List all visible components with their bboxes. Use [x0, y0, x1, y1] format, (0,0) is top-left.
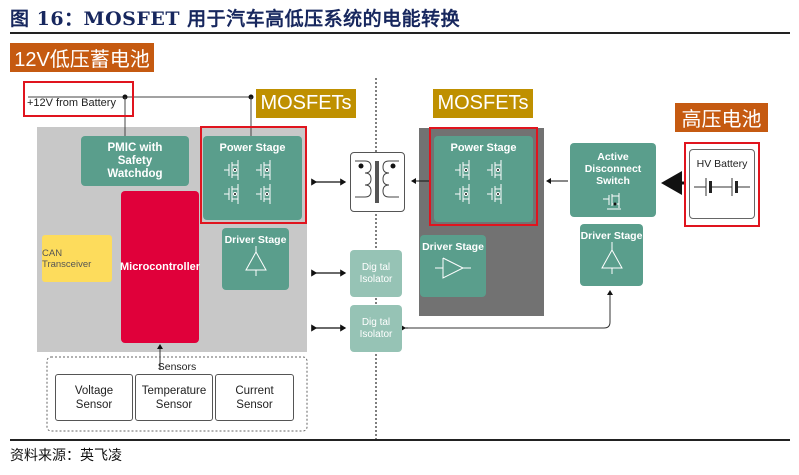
source-note: 资料来源：英飞凌 — [10, 448, 122, 464]
source-rule — [10, 439, 790, 441]
hv-driver-stage-outer: Driver Stage — [580, 224, 643, 286]
lv-driver-stage-label: Driver Stage — [224, 234, 287, 246]
mosfet-array-icon — [223, 160, 270, 204]
can-transceiver-block: CAN Transceiver — [42, 235, 112, 282]
hv-power-stage-highlight — [429, 127, 538, 226]
digital-isolator-1: Dig tal Isolator — [350, 250, 402, 297]
lv-power-stage-highlight — [200, 126, 307, 224]
active-disconnect-label: Active Disconnect Switch — [584, 151, 642, 187]
sensor-line1: Voltage — [74, 384, 114, 397]
temperature-sensor: Temperature Sensor — [135, 374, 213, 421]
supply-highlight — [23, 81, 134, 117]
hv-battery-tag: 高压电池 — [675, 103, 768, 132]
sensor-line1: Current — [235, 384, 274, 397]
hv-driver-stage-outer-label: Driver Stage — [580, 230, 643, 242]
sensors-group-border — [46, 356, 308, 432]
mosfets-tag-right: MOSFETs — [433, 89, 533, 118]
hv-power-stage: Power Stage — [434, 136, 533, 222]
switch-mosfet-icon — [603, 193, 621, 210]
sensor-line2: Sensor — [236, 398, 273, 411]
mosfets-tag-left: MOSFETs — [256, 89, 356, 118]
title-rule — [10, 32, 790, 34]
sensor-line2: Sensor — [155, 398, 193, 411]
supply-label: +12V from Battery — [27, 97, 116, 109]
digital-isolator-2: Dig tal Isolator — [350, 305, 402, 352]
active-disconnect-switch: Active Disconnect Switch — [570, 143, 656, 217]
lv-power-stage: Power Stage — [203, 136, 302, 220]
hv-driver-stage-inner: Driver Stage — [420, 235, 486, 297]
sensor-line1: Temperature — [141, 384, 207, 397]
hv-battery-block: HV Battery — [689, 149, 755, 219]
figure-title: 图 16：MOSFET 用于汽车高低压系统的电能转换 — [10, 8, 461, 30]
sensors-group-label: Sensors — [157, 361, 197, 373]
mosfet-array-icon — [454, 160, 501, 204]
pmic-block: PMIC with Safety Watchdog — [81, 136, 189, 186]
hv-battery-label: HV Battery — [696, 158, 748, 170]
hv-driver-stage-inner-label: Driver Stage — [422, 241, 484, 253]
sensor-line2: Sensor — [75, 398, 113, 411]
driver-amplifier-icon — [600, 242, 623, 274]
lv-driver-stage: Driver Stage — [222, 228, 289, 290]
isolation-transformer — [350, 152, 405, 212]
battery-icon — [694, 178, 750, 196]
transformer-icon — [355, 160, 399, 203]
line-isolator-to-driver — [405, 290, 613, 329]
lv-battery-tag: 12V低压蓄电池 — [10, 43, 154, 72]
driver-amplifier-icon — [244, 246, 267, 276]
voltage-sensor: Voltage Sensor — [55, 374, 133, 421]
driver-amplifier-icon — [435, 257, 471, 279]
lv-power-stage-label: Power Stage — [219, 142, 286, 154]
current-sensor: Current Sensor — [215, 374, 294, 421]
hv-power-stage-label: Power Stage — [450, 142, 517, 154]
microcontroller-block: Microcontroller — [120, 191, 200, 343]
hv-battery-highlight — [684, 142, 760, 227]
